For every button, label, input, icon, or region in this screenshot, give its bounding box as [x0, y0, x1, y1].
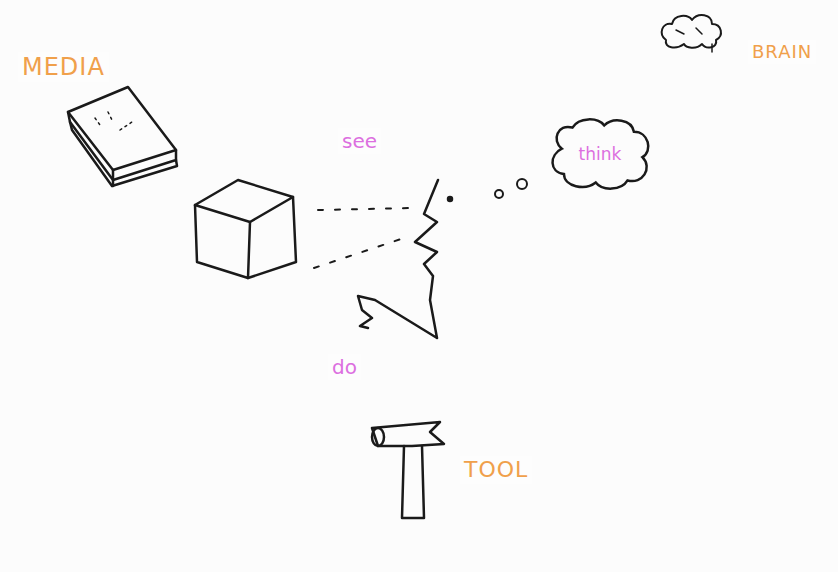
thought-cloud: think: [547, 117, 653, 191]
brain-icon: [662, 15, 721, 52]
sketch-label: see: [338, 128, 381, 154]
sketch-label: MEDIA: [18, 52, 109, 82]
sight-lines: [314, 208, 410, 268]
thought-bubbles: [495, 179, 527, 198]
cloud-text: think: [579, 144, 622, 164]
sketch-label: TOOL: [460, 456, 532, 484]
book-icon: [68, 87, 177, 186]
hammer-icon: [372, 422, 444, 518]
face-profile: [358, 180, 452, 338]
cube-icon: [195, 180, 296, 278]
sketch-label: BRAIN: [748, 40, 816, 64]
sketch-label: do: [328, 354, 361, 380]
